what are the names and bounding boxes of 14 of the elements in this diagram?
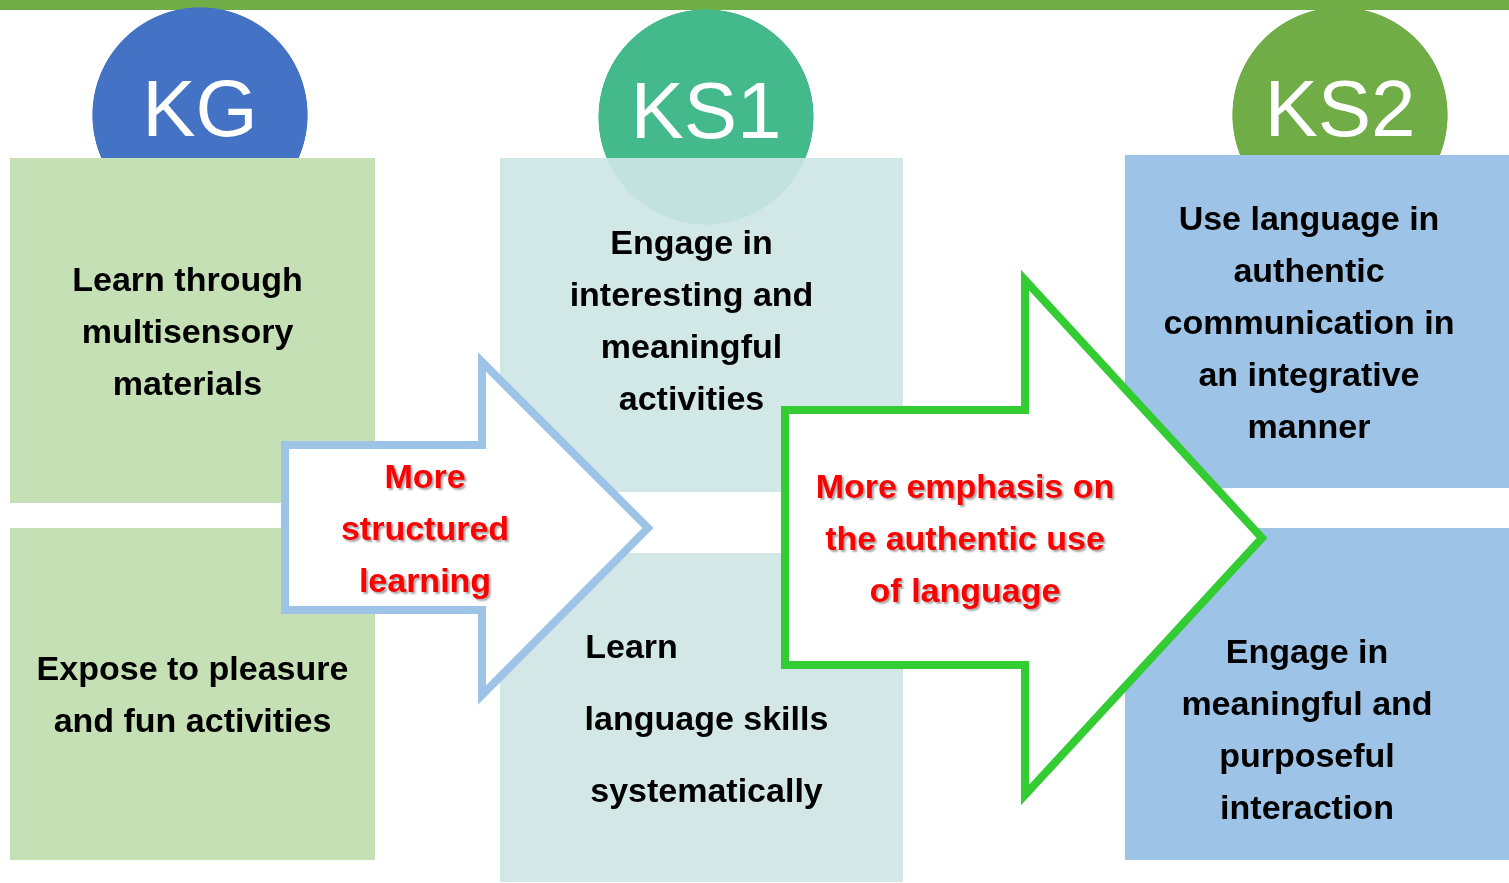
text-label: More structured learning xyxy=(339,455,511,601)
text-label: Engage in meaningful and purposeful interaction xyxy=(1180,631,1434,828)
text-box xyxy=(1125,155,1509,488)
stage-label: KG xyxy=(142,64,258,154)
text-label: Expose to pleasure and fun activities xyxy=(35,648,350,741)
text-label: More emphasis on the authentic use of language xyxy=(815,465,1115,611)
stage-label: KS1 xyxy=(630,66,782,156)
text-label: Learn through multisensory materials xyxy=(71,258,304,404)
text-label: Engage in interesting and meaningful activities xyxy=(568,222,815,419)
text-box xyxy=(10,158,375,503)
text-label: Use language in authentic communication in an integrative manner xyxy=(1162,197,1456,447)
text-box xyxy=(1125,528,1509,860)
stage-label: KS2 xyxy=(1264,64,1416,154)
text-label: Learn language skills systematically xyxy=(583,625,830,811)
